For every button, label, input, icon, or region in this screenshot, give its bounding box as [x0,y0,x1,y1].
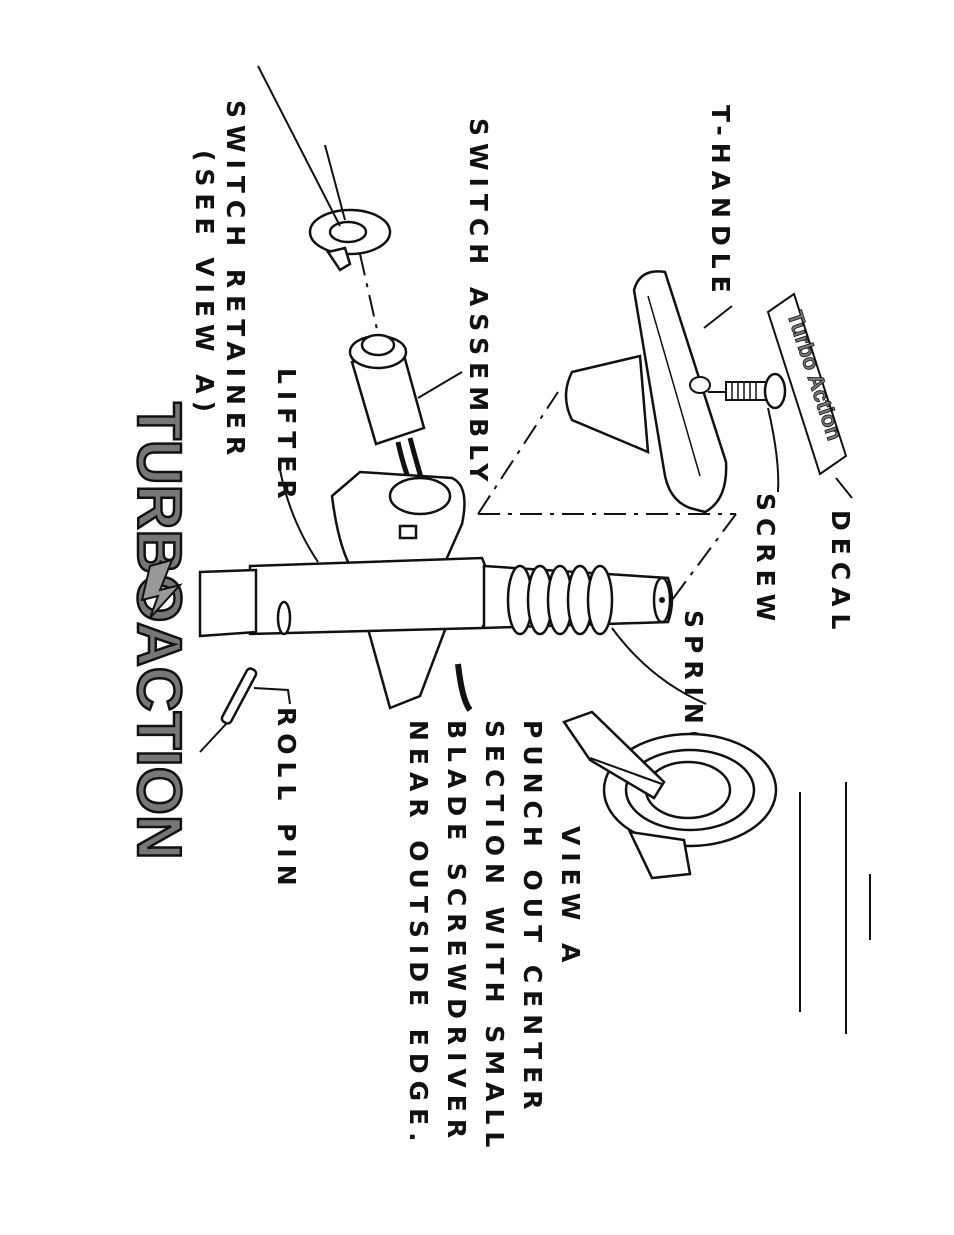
blank-rule-lines [799,782,871,1034]
switch-assembly [348,333,463,495]
label-t-handle: T-HANDLE [706,105,735,300]
label-switch-retainer: SWITCH RETAINER [221,100,250,462]
shaft-and-spring [198,556,707,712]
alignment-lines [477,391,737,601]
logo-word-action: ACTION [124,622,193,860]
view-a-title: VIEW A [556,826,585,969]
screw [708,372,787,493]
logo-word-turbo: TURBO [124,402,193,622]
switch-retainer [257,65,392,335]
label-see-view-a: (SEE VIEW A) [190,150,219,419]
view-a-detail [562,710,778,880]
label-decal: DECAL [826,510,855,636]
roll-pin [199,600,292,753]
label-roll-pin: ROLL PIN [272,707,301,893]
t-handle [564,270,733,514]
view-a-line-1: PUNCH OUT CENTER [518,720,547,1117]
view-a-line-2: SECTION WITH SMALL [480,720,509,1154]
lightning-bolt-icon [140,558,183,619]
label-lifter: LIFTER [272,368,301,506]
view-a-line-4: NEAR OUTSIDE EDGE. [404,720,433,1149]
label-switch-assembly: SWITCH ASSEMBLY [464,118,493,488]
turbo-action-logo: TURBO ACTION [123,401,195,861]
view-a-line-3: BLADE SCREWDRIVER [442,720,471,1145]
label-screw: SCREW [751,493,780,628]
